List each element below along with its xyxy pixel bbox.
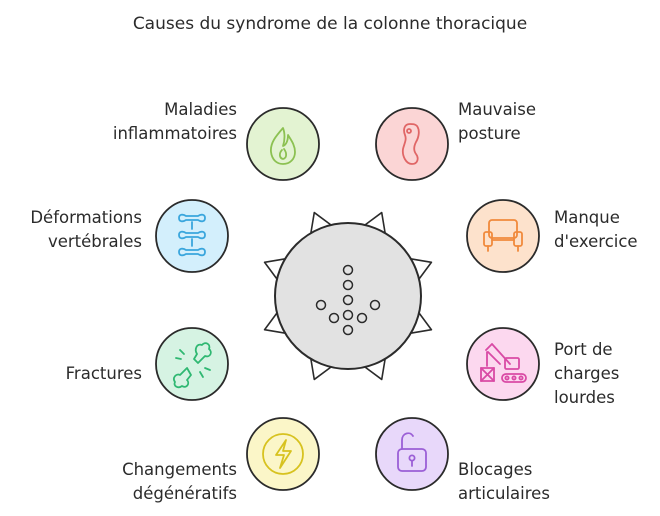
cause-node-changements-degeneratifs <box>246 417 320 491</box>
flame-icon <box>270 127 296 165</box>
bolt-circle-icon <box>262 433 304 475</box>
armchair-icon <box>483 219 523 252</box>
cause-node-fractures <box>155 327 229 401</box>
label-fractures: Fractures <box>65 364 142 383</box>
cause-node-mauvaise-posture <box>375 107 449 181</box>
unlock-icon <box>397 432 427 472</box>
label-blocages-articulaires: Blocages articulaires <box>458 460 550 503</box>
label-deformations-vertebrales: Déformations vertébrales <box>30 208 142 251</box>
label-port-de-charges-lourdes: Port de charges lourdes <box>554 340 620 407</box>
spine-posture-icon <box>401 123 420 165</box>
vertebrae-icon <box>178 213 206 257</box>
cause-node-blocages-articulaires <box>375 417 449 491</box>
label-changements-degeneratifs: Changements dégénératifs <box>122 460 237 503</box>
broken-bone-icon <box>173 342 212 389</box>
label-maladies-inflammatoires: Maladies inflammatoires <box>112 100 237 143</box>
cause-node-maladies-inflammatoires <box>246 107 320 181</box>
label-mauvaise-posture: Mauvaise posture <box>458 100 537 143</box>
cause-node-port-de-charges-lourdes <box>466 327 540 401</box>
cause-node-deformations-vertebrales <box>155 199 229 273</box>
center-hub <box>274 222 422 370</box>
crane-load-icon <box>480 343 527 383</box>
label-manque-exercice: Manque d'exercice <box>554 208 638 251</box>
dotted-arrow-down-icon <box>315 264 381 336</box>
diagram-title: Causes du syndrome de la colonne thoraci… <box>132 14 528 34</box>
cause-node-manque-exercice <box>466 199 540 273</box>
